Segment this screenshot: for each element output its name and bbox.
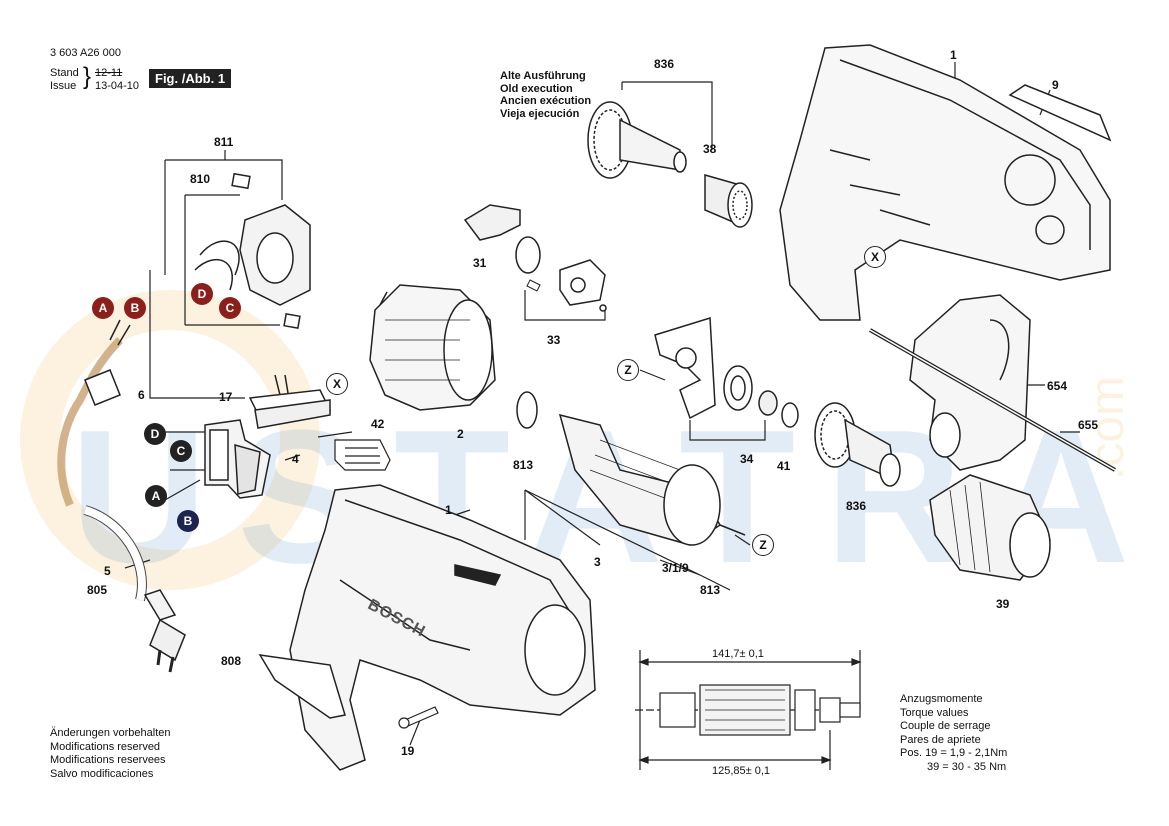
bracket-810 bbox=[184, 194, 240, 325]
stand-label: Stand bbox=[50, 67, 79, 79]
badge-d-brush: D bbox=[191, 283, 213, 305]
stand-value: 12-11 bbox=[95, 67, 123, 79]
aux-handle-654 bbox=[909, 294, 1031, 471]
callout-z-right: Z bbox=[752, 534, 774, 556]
old-version-fr: Ancien exécution bbox=[500, 95, 592, 107]
cap-31 bbox=[463, 204, 521, 241]
label-836-bottom: 836 bbox=[846, 499, 867, 513]
part-42 bbox=[317, 431, 391, 471]
dimension-top: 141,7± 0,1 bbox=[712, 648, 764, 660]
label-19: 19 bbox=[401, 744, 415, 758]
bracket-33 bbox=[524, 290, 606, 321]
bracket-836-top bbox=[621, 81, 713, 150]
badge-a-cable: A bbox=[92, 297, 114, 319]
armature-3 bbox=[516, 391, 746, 546]
cover-808 bbox=[258, 654, 346, 719]
label-31: 31 bbox=[473, 256, 487, 270]
label-811: 811 bbox=[214, 135, 234, 149]
dimension-bottom: 125,85± 0,1 bbox=[712, 765, 771, 777]
old-version-text: Alte Ausführung Old execution Ancien exé… bbox=[500, 70, 591, 120]
brush-holder-811 bbox=[194, 172, 311, 329]
doc-code: 3 603 A26 000 bbox=[50, 47, 121, 59]
torque-fr: Couple de serrage bbox=[900, 720, 991, 733]
label-2: 2 bbox=[457, 427, 464, 441]
label-6: 6 bbox=[138, 388, 145, 402]
switch-4 bbox=[204, 419, 271, 499]
label-38: 38 bbox=[703, 142, 717, 156]
label-9: 9 bbox=[1052, 78, 1059, 92]
leader-319 bbox=[659, 559, 731, 591]
part-17 bbox=[248, 374, 332, 429]
label-808: 808 bbox=[221, 654, 242, 668]
label-17: 17 bbox=[219, 390, 233, 404]
label-813-right: 813 bbox=[700, 583, 721, 597]
chuck-39 bbox=[929, 474, 1051, 581]
plate-9 bbox=[1008, 84, 1112, 142]
label-34: 34 bbox=[740, 452, 754, 466]
label-813-left: 813 bbox=[513, 458, 534, 472]
torque-es: Pares de apriete bbox=[900, 733, 981, 746]
cable-805 bbox=[83, 505, 186, 673]
note-fr: Modifications reservees bbox=[50, 754, 166, 767]
bearing-38 bbox=[704, 174, 753, 228]
label-42: 42 bbox=[371, 417, 385, 431]
torque-de: Anzugsmomente bbox=[900, 693, 983, 705]
label-4: 4 bbox=[292, 452, 299, 466]
label-3: 3 bbox=[594, 555, 601, 569]
badge-b-cable: B bbox=[124, 297, 146, 319]
cable-6 bbox=[57, 319, 131, 507]
modifications-note: Änderungen vorbehalten Modifications res… bbox=[50, 727, 170, 781]
torque-pos19: Pos. 19 = 1,9 - 2,1Nm bbox=[900, 747, 1008, 760]
label-39: 39 bbox=[996, 597, 1010, 611]
bearing-plate-34 bbox=[654, 317, 799, 428]
note-es: Salvo modificaciones bbox=[50, 767, 154, 780]
field-stator-2 bbox=[369, 284, 496, 411]
bracket-34 bbox=[689, 420, 766, 441]
torque-pos39: 39 = 30 - 35 Nm bbox=[927, 760, 1007, 773]
label-805: 805 bbox=[87, 583, 108, 597]
badge-b-switch: B bbox=[177, 510, 199, 532]
old-version-es: Vieja ejecución bbox=[500, 107, 580, 120]
label-655: 655 bbox=[1078, 418, 1099, 432]
label-3-1-9: 3/1/9 bbox=[662, 561, 689, 575]
housing-half-top bbox=[779, 44, 1111, 321]
screw-19 bbox=[404, 706, 439, 727]
label-1-bottom: 1 bbox=[445, 503, 452, 517]
gear-836-top bbox=[587, 101, 687, 179]
brace: } bbox=[83, 63, 92, 90]
clip bbox=[526, 279, 541, 292]
gear-836-bottom bbox=[814, 402, 901, 487]
badge-d-switch: D bbox=[144, 423, 166, 445]
bracket-17 bbox=[149, 270, 245, 399]
bracket-811 bbox=[164, 159, 283, 275]
housing-main-bottom bbox=[289, 484, 596, 771]
figure-label: Fig. /Abb. 1 bbox=[149, 69, 232, 88]
label-836-top: 836 bbox=[654, 57, 675, 71]
label-810: 810 bbox=[190, 172, 211, 186]
leader-3 bbox=[524, 489, 601, 546]
label-5: 5 bbox=[104, 564, 111, 578]
torque-en: Torque values bbox=[900, 706, 969, 719]
issue-label: Issue bbox=[50, 80, 77, 92]
callout-z-left: Z bbox=[617, 359, 639, 381]
old-version-de: Alte Ausführung bbox=[500, 70, 586, 82]
note-de: Änderungen vorbehalten bbox=[50, 727, 171, 739]
badge-c-switch: C bbox=[170, 440, 192, 462]
badge-c-brush: C bbox=[219, 297, 241, 319]
issue-value: 13-04-10 bbox=[95, 80, 140, 92]
washer bbox=[515, 236, 541, 274]
callout-x-mid: X bbox=[326, 373, 348, 395]
switch-33 bbox=[559, 259, 607, 312]
label-41: 41 bbox=[777, 459, 791, 473]
note-en: Modifications reserved bbox=[50, 740, 161, 753]
callout-x-right: X bbox=[864, 246, 886, 268]
armature-dimension-drawing bbox=[635, 684, 861, 736]
label-654: 654 bbox=[1047, 379, 1068, 393]
label-33: 33 bbox=[547, 333, 561, 347]
old-version-en: Old execution bbox=[500, 82, 573, 95]
label-1-top: 1 bbox=[950, 48, 957, 62]
torque-values: Anzugsmomente Torque values Couple de se… bbox=[900, 693, 1007, 775]
badge-a-switch: A bbox=[145, 485, 167, 507]
